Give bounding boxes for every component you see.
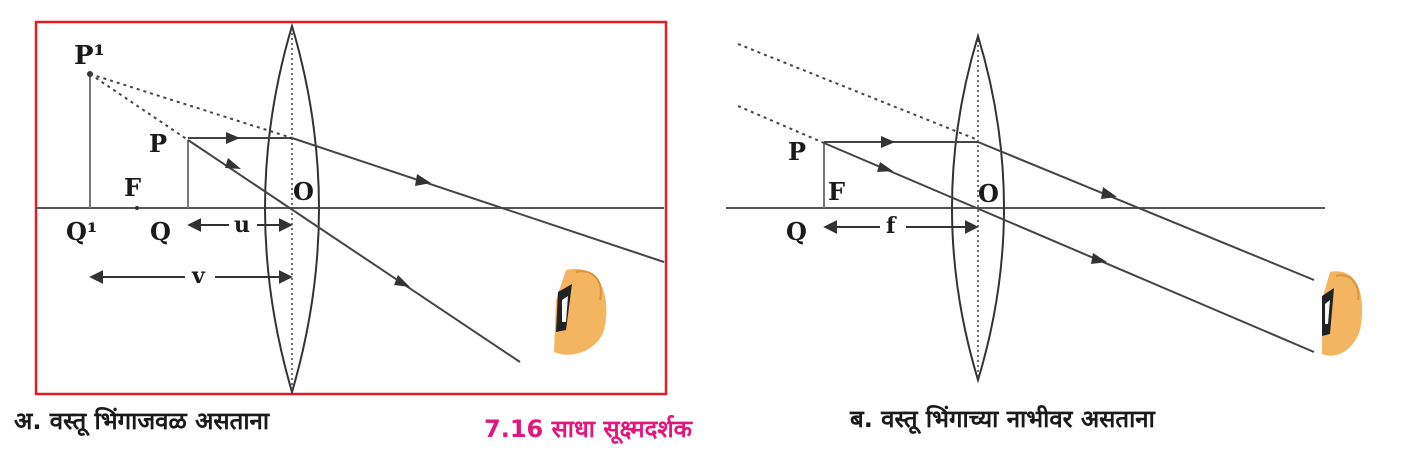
label-q-image: Q¹ bbox=[66, 217, 97, 246]
label-focus-b: F bbox=[828, 177, 845, 206]
arrowhead bbox=[415, 174, 431, 186]
central-ray-a bbox=[187, 139, 521, 363]
lens-icon bbox=[264, 22, 320, 396]
eye-icon bbox=[1322, 271, 1363, 356]
label-f: f bbox=[886, 213, 897, 239]
central-ray-b bbox=[823, 142, 1315, 353]
arrowhead bbox=[394, 275, 410, 287]
caption-a: अ. वस्तू भिंगाजवळ असताना bbox=[14, 407, 270, 435]
label-v: v bbox=[191, 263, 206, 289]
extension-ray-2 bbox=[89, 73, 189, 141]
extension-ray-1 bbox=[89, 73, 293, 139]
label-p-object-b: P bbox=[788, 137, 806, 166]
label-q-object-b: Q bbox=[786, 217, 807, 246]
arrowhead bbox=[881, 136, 895, 148]
eye-icon bbox=[554, 268, 607, 355]
label-q-object: Q bbox=[150, 217, 171, 246]
arrowhead bbox=[1101, 187, 1117, 199]
lens-icon bbox=[951, 32, 1005, 384]
label-u: u bbox=[234, 212, 250, 238]
arrowhead bbox=[1091, 253, 1107, 264]
label-focus: F bbox=[124, 173, 141, 202]
refracted-ray-a bbox=[291, 137, 665, 263]
label-p-object: P bbox=[149, 129, 167, 158]
figure-title: 7.16 साधा सूक्ष्मदर्शक bbox=[484, 415, 693, 443]
label-center: O bbox=[293, 177, 314, 206]
caption-b: ब. वस्तू भिंगाच्या नाभीवर असताना bbox=[850, 405, 1155, 433]
arrowhead bbox=[226, 132, 240, 144]
refracted-ray-b bbox=[977, 141, 1315, 281]
diagram-a: P¹ P F O Q¹ Q u v bbox=[34, 20, 668, 396]
extension-ray-b2 bbox=[737, 105, 825, 144]
label-p-image: P¹ bbox=[74, 41, 105, 71]
arrowhead bbox=[877, 162, 893, 172]
label-center-b: O bbox=[978, 179, 999, 208]
extension-ray-b1 bbox=[737, 43, 979, 141]
diagram-b: P F O Q f bbox=[726, 32, 1363, 384]
focus-point bbox=[135, 206, 139, 210]
arrowhead bbox=[225, 158, 241, 169]
